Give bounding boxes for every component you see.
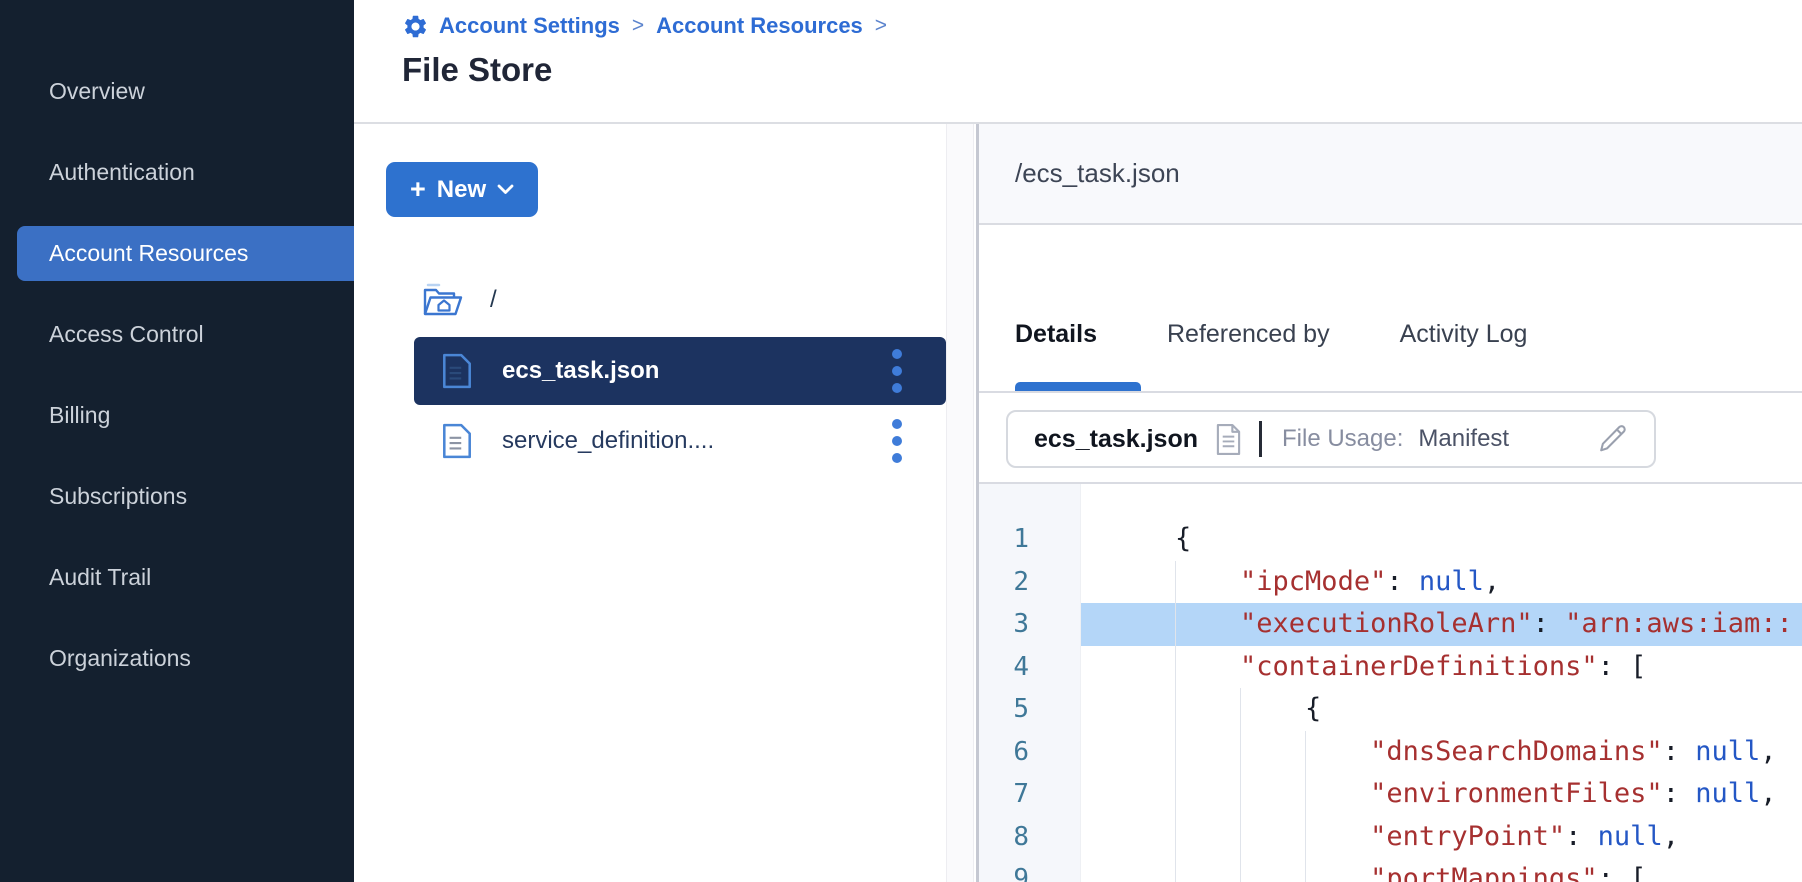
code-line-4[interactable]: 4 "containerDefinitions": [ <box>979 645 1802 688</box>
file-store-panel: + New / ecs_task.json <box>354 124 946 882</box>
file-icon <box>443 353 471 389</box>
breadcrumb-link-account-settings[interactable]: Account Settings <box>439 13 620 38</box>
code-line-2[interactable]: 2 "ipcMode": null, <box>979 560 1802 603</box>
file-info-card: ecs_task.json File Usage: Manifest <box>1006 410 1656 468</box>
gear-icon <box>404 15 427 37</box>
code-line-6[interactable]: 6 "dnsSearchDomains": null, <box>979 730 1802 773</box>
sidebar-item-overview[interactable]: Overview <box>17 64 354 119</box>
kebab-menu-icon[interactable] <box>888 415 906 467</box>
sidebar-item-label: Authentication <box>49 159 195 185</box>
panel-divider <box>976 124 979 882</box>
line-number: 3 <box>1013 609 1029 639</box>
line-number: 7 <box>1013 779 1029 809</box>
line-number: 8 <box>1013 821 1029 852</box>
sidebar-item-organizations[interactable]: Organizations <box>17 631 354 686</box>
sidebar-item-billing[interactable]: Billing <box>17 388 354 443</box>
code-line-content: "entryPoint": null, <box>1081 815 1802 858</box>
file-row-ecs-task-json[interactable]: ecs_task.json <box>414 337 946 405</box>
new-button-label: New <box>436 175 487 203</box>
code-line-content: { <box>1081 688 1802 731</box>
line-number: 2 <box>1013 566 1029 597</box>
sidebar-item-audit-trail[interactable]: Audit Trail <box>17 550 354 605</box>
code-line-content: "portMappings": [ <box>1081 858 1802 882</box>
file-usage-label: File Usage: <box>1282 425 1404 452</box>
line-number: 4 <box>1013 651 1029 682</box>
code-line-7[interactable]: 7 "environmentFiles": null, <box>979 773 1802 816</box>
root-folder-label: / <box>490 286 497 313</box>
sidebar-item-label: Audit Trail <box>49 564 152 590</box>
file-row-service-definition[interactable]: service_definition.... <box>414 410 946 472</box>
edit-pencil-icon[interactable] <box>1595 423 1628 456</box>
card-divider <box>1259 421 1262 457</box>
file-path-header: /ecs_task.json <box>979 124 1802 225</box>
line-number: 9 <box>1013 864 1029 882</box>
line-number-gutter <box>979 484 1081 882</box>
sidebar-item-authentication[interactable]: Authentication <box>17 145 354 200</box>
line-number: 1 <box>1013 524 1029 554</box>
line-number: 6 <box>1013 736 1029 767</box>
plus-icon: + <box>410 174 426 204</box>
code-line-5[interactable]: 5 { <box>979 688 1802 731</box>
tab-bar: Details Referenced by Activity Log <box>979 225 1802 393</box>
tab-details[interactable]: Details <box>1015 320 1141 391</box>
code-line-content: "executionRoleArn": "arn:aws:iam:: <box>1081 603 1802 646</box>
file-name: ecs_task.json <box>502 357 660 384</box>
breadcrumb-separator: > <box>631 14 645 37</box>
kebab-menu-icon[interactable] <box>888 345 906 397</box>
tab-activity-log[interactable]: Activity Log <box>1399 320 1528 348</box>
card-file-name: ecs_task.json <box>1034 424 1198 453</box>
tab-referenced-by[interactable]: Referenced by <box>1166 320 1330 348</box>
file-path: /ecs_task.json <box>1015 158 1180 188</box>
new-button[interactable]: + New <box>386 162 539 217</box>
file-panel-scrollbar[interactable] <box>946 124 974 882</box>
file-details-panel: /ecs_task.json Details Referenced by Act… <box>979 124 1802 882</box>
line-number: 5 <box>1013 694 1029 724</box>
breadcrumb-separator: > <box>874 14 888 37</box>
sidebar-item-label: Account Resources <box>49 240 249 266</box>
sidebar: Overview Authentication Account Resource… <box>0 0 354 882</box>
file-name: service_definition.... <box>502 427 715 454</box>
root-folder-row[interactable]: / <box>422 282 497 318</box>
code-line-1[interactable]: 1 { <box>979 518 1802 561</box>
code-line-3[interactable]: 3 "executionRoleArn": "arn:aws:iam:: <box>979 603 1802 646</box>
code-line-9[interactable]: 9 "portMappings": [ <box>979 858 1802 882</box>
page-title: File Store <box>402 51 553 88</box>
sidebar-item-subscriptions[interactable]: Subscriptions <box>17 469 354 524</box>
home-folder-icon <box>423 283 463 316</box>
sidebar-item-label: Access Control <box>49 321 204 347</box>
sidebar-item-label: Organizations <box>49 645 191 671</box>
page-header: Account Settings > Account Resources > F… <box>354 0 1802 124</box>
file-usage-value: Manifest <box>1418 425 1510 452</box>
sidebar-item-label: Subscriptions <box>49 483 188 509</box>
code-line-content: "dnsSearchDomains": null, <box>1081 730 1802 773</box>
code-editor: 1 { 2 "ipcMode": null, 3 "executionRoleA… <box>979 482 1802 882</box>
file-icon <box>443 423 471 459</box>
breadcrumb-link-account-resources[interactable]: Account Resources <box>656 13 863 38</box>
code-line-content: "containerDefinitions": [ <box>1081 645 1802 688</box>
breadcrumb: Account Settings > Account Resources > <box>402 10 1802 42</box>
sidebar-item-account-resources[interactable]: Account Resources <box>17 226 354 281</box>
code-line-8[interactable]: 8 "entryPoint": null, <box>979 815 1802 858</box>
document-icon <box>1216 423 1241 455</box>
code-line-content: "environmentFiles": null, <box>1081 773 1802 816</box>
chevron-down-icon <box>497 184 514 194</box>
sidebar-item-label: Overview <box>49 78 145 104</box>
code-line-content: { <box>1175 523 1192 554</box>
code-line-content: "ipcMode": null, <box>1081 560 1802 603</box>
sidebar-item-label: Billing <box>49 402 111 428</box>
sidebar-item-access-control[interactable]: Access Control <box>17 307 354 362</box>
